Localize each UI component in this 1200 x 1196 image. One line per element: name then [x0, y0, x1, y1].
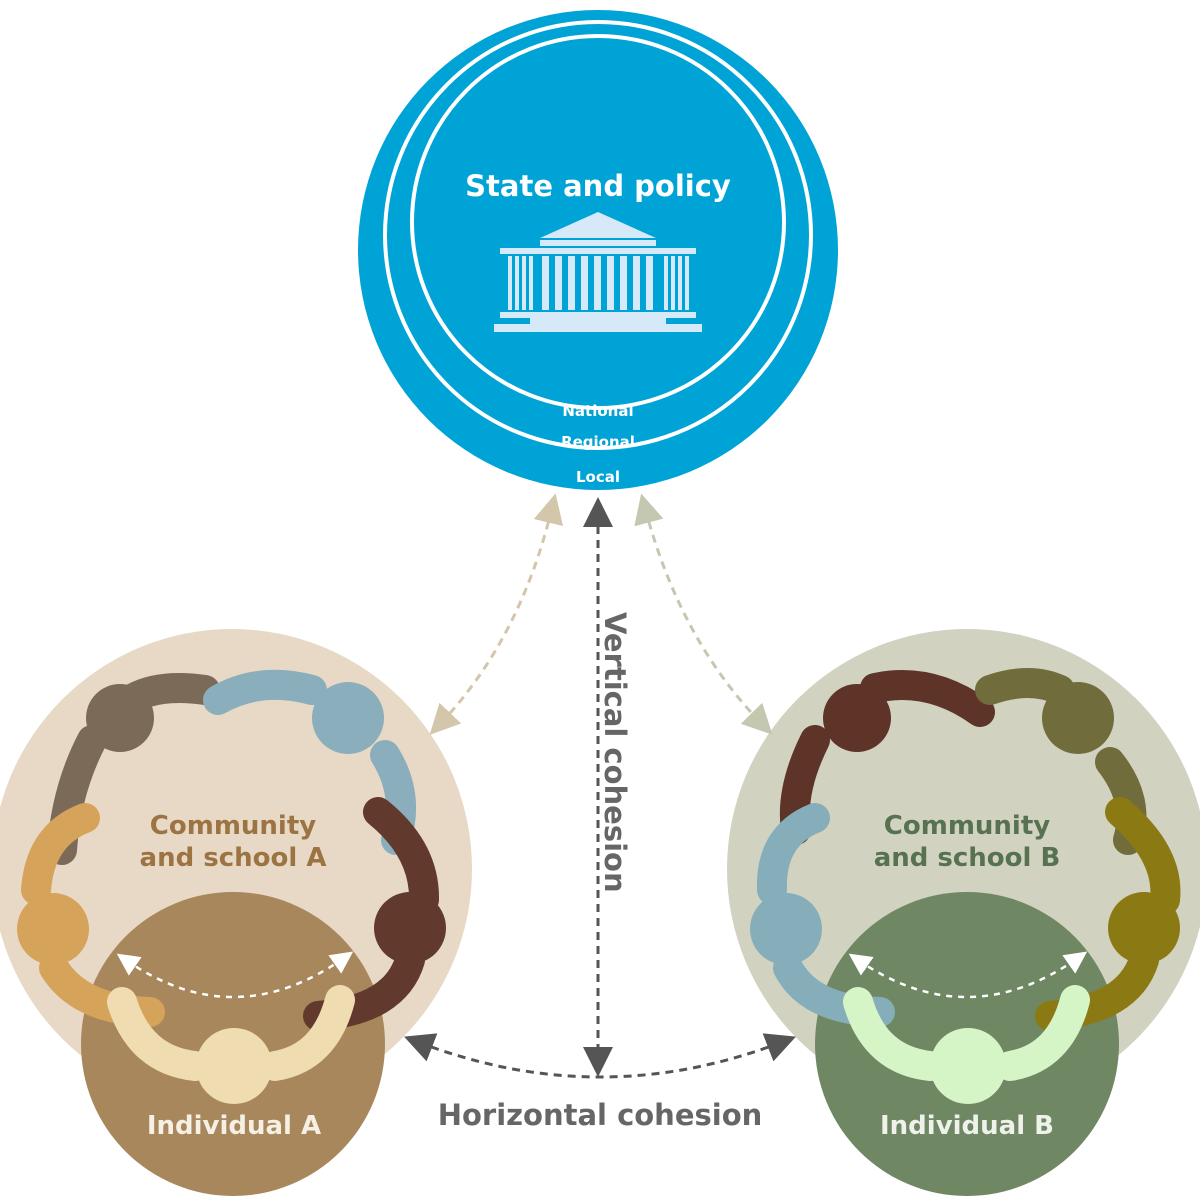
state-title: State and policy: [465, 169, 731, 203]
state-level-local: Local: [576, 468, 620, 486]
community-b-people-ring: [750, 668, 1181, 1104]
community-a-label-line1: Community: [150, 811, 316, 841]
state-to-community-b-arrow: [634, 493, 773, 735]
state-to-community-a-arrow: [429, 493, 564, 735]
community-a-label-line2: and school A: [140, 843, 327, 873]
community-b-group: Community and school B Individual B: [727, 629, 1200, 1196]
community-a-group: Community and school A Individual A: [0, 629, 472, 1196]
cohesion-arrows: Vertical cohesion Horizontal cohesion: [403, 493, 797, 1132]
vertical-cohesion-label: Vertical cohesion: [598, 612, 632, 893]
individual-a-label: Individual A: [147, 1111, 321, 1141]
state-level-national: National: [562, 402, 633, 420]
state-group: State and policy National Regional Local: [358, 10, 838, 490]
state-regional-ring: [383, 20, 813, 450]
community-a-people-ring: [17, 669, 446, 1104]
government-building-icon: [494, 212, 702, 332]
individual-b-arrow: [848, 951, 1088, 999]
horizontal-cohesion-label: Horizontal cohesion: [438, 1098, 763, 1132]
community-b-label-line2: and school B: [874, 843, 1061, 873]
community-b-label-line1: Community: [884, 811, 1050, 841]
individual-b-label: Individual B: [880, 1111, 1054, 1141]
state-national-ring: [410, 34, 786, 410]
horizontal-cohesion-arrow: [403, 1033, 797, 1079]
state-level-regional: Regional: [561, 433, 635, 451]
